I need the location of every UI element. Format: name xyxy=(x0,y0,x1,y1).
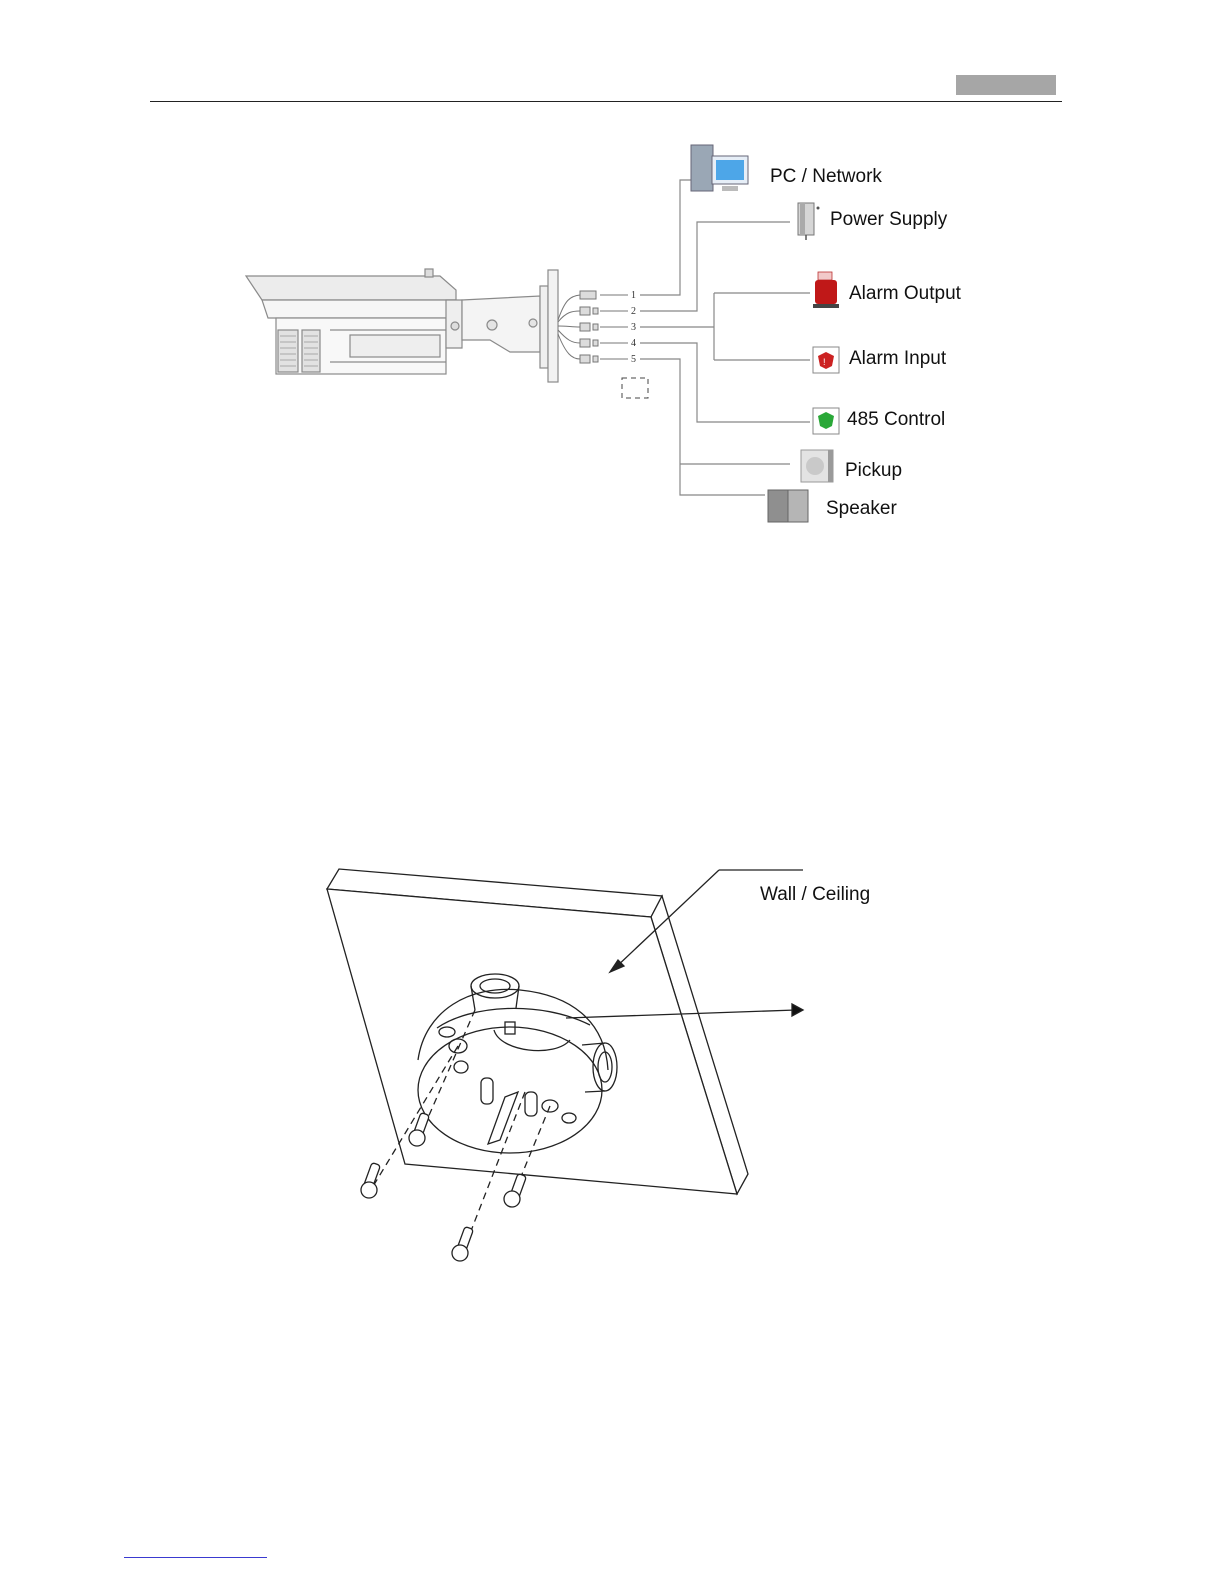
pickup-icon xyxy=(801,450,833,482)
pc-icon xyxy=(691,145,748,191)
port-1: 1 xyxy=(631,290,636,301)
label-pc-network: PC / Network xyxy=(770,166,882,187)
port-numbers: 1 2 3 4 5 xyxy=(631,290,636,365)
label-wall-ceiling: Wall / Ceiling xyxy=(760,884,870,905)
footer-link-underline[interactable] xyxy=(124,1557,267,1558)
port-2: 2 xyxy=(631,306,636,317)
speaker-icon xyxy=(768,490,808,522)
mount-diagram xyxy=(327,869,803,1261)
port-4: 4 xyxy=(631,338,636,349)
label-485-control: 485 Control xyxy=(847,409,945,430)
port-3: 3 xyxy=(631,322,636,333)
label-pickup: Pickup xyxy=(845,460,902,481)
svg-text:!: ! xyxy=(823,357,826,367)
label-alarm-output: Alarm Output xyxy=(849,283,962,304)
rs485-control-icon xyxy=(813,408,839,434)
label-power-supply: Power Supply xyxy=(830,209,948,230)
label-speaker: Speaker xyxy=(826,498,897,519)
power-supply-icon xyxy=(798,203,820,240)
alarm-output-icon xyxy=(813,272,839,308)
port-5: 5 xyxy=(631,354,636,365)
label-alarm-input: Alarm Input xyxy=(849,348,947,369)
alarm-input-icon: ! xyxy=(813,347,839,373)
wiring-lines xyxy=(640,180,810,495)
camera-illustration xyxy=(246,269,558,382)
